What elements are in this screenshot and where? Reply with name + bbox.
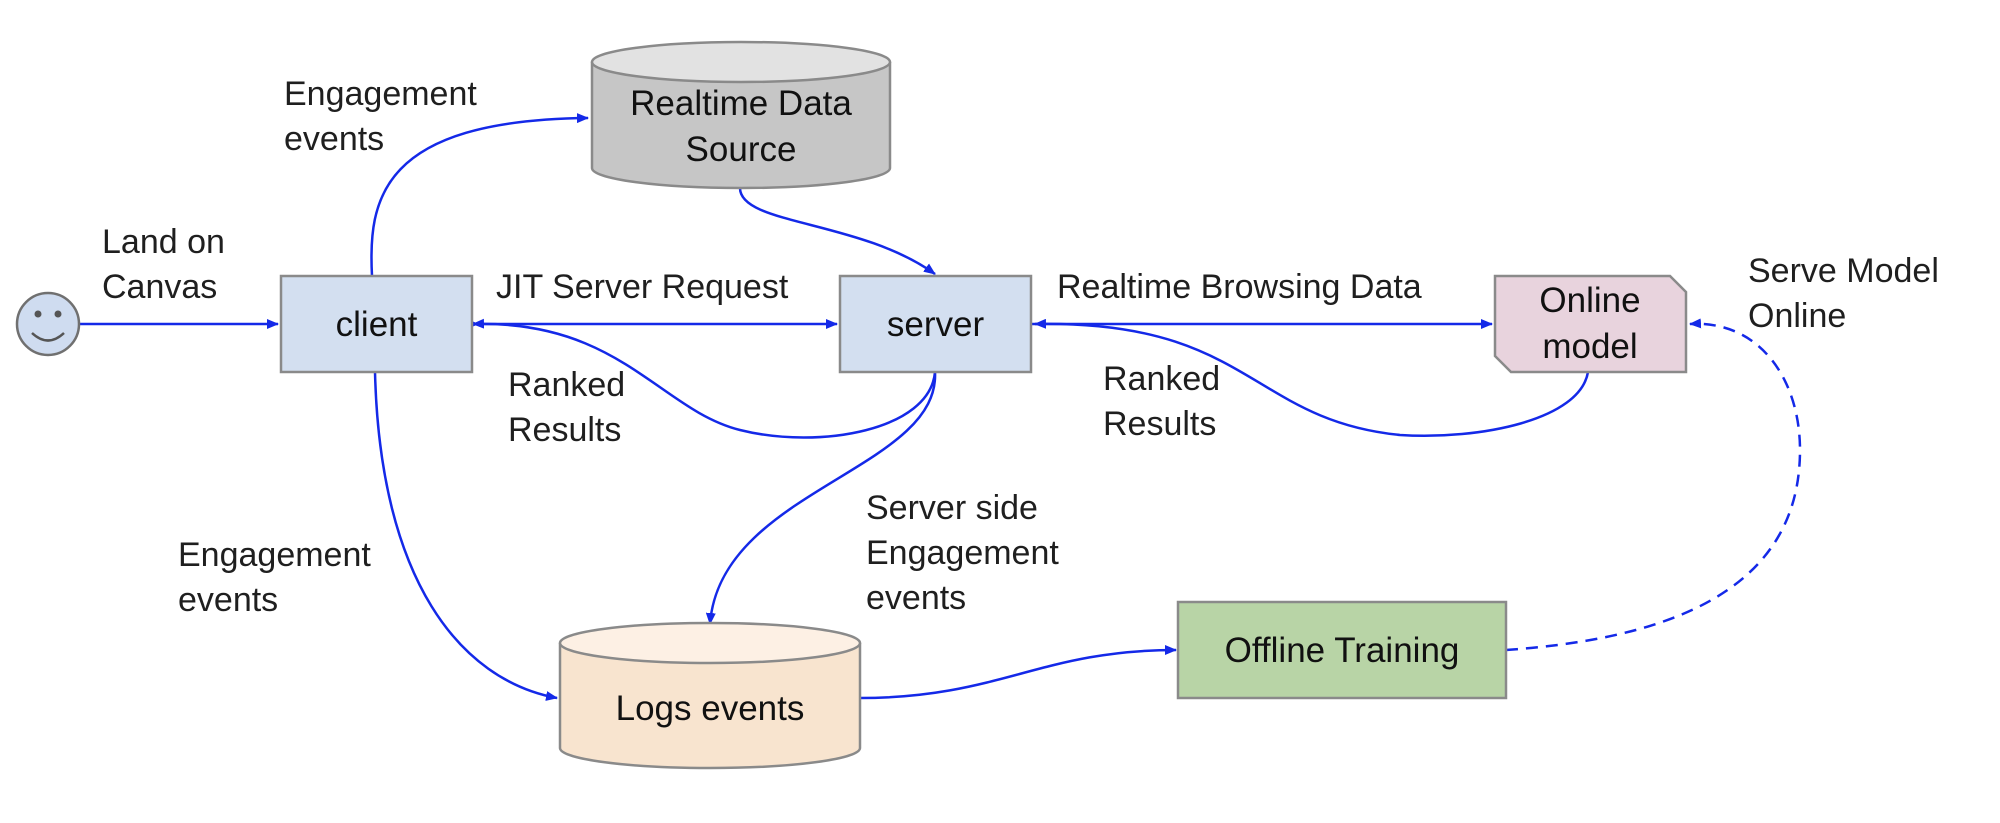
edge-offline-to-online-model — [1505, 318, 1802, 652]
label-server-side-engagement: Server side Engagement events — [866, 489, 1059, 617]
offline-training-label: Offline Training — [1225, 631, 1460, 670]
label-ranked-results-left: Ranked Results — [508, 366, 625, 449]
label-jit-server-request: JIT Server Request — [496, 268, 789, 306]
online-model-node: Online model — [1493, 274, 1688, 374]
user-icon — [15, 291, 81, 357]
svg-text:Results: Results — [508, 411, 621, 449]
label-realtime-browsing-data: Realtime Browsing Data — [1057, 268, 1422, 306]
edge-logs-to-offline-training — [859, 645, 1177, 700]
online-model-label-line2: model — [1542, 327, 1637, 366]
svg-text:Realtime Browsing Data: Realtime Browsing Data — [1057, 268, 1422, 306]
label-serve-model-online: Serve Model Online — [1748, 252, 1939, 335]
label-engagement-left: Engagement events — [178, 536, 371, 619]
svg-text:Engagement: Engagement — [178, 536, 371, 574]
label-engagement-top: Engagement events — [284, 75, 477, 158]
edge-client-to-realtime-source — [370, 113, 589, 277]
svg-text:Canvas: Canvas — [102, 268, 217, 306]
logs-events-label: Logs events — [616, 689, 805, 728]
realtime-data-source-node: Realtime Data Source — [590, 40, 892, 190]
edge-realtime-source-to-server — [738, 187, 936, 276]
edge-client-to-logs — [373, 371, 558, 701]
label-ranked-results-right: Ranked Results — [1103, 360, 1220, 443]
svg-text:events: events — [866, 579, 966, 617]
svg-text:Land on: Land on — [102, 223, 225, 261]
logs-events-node: Logs events — [558, 621, 862, 770]
client-node: client — [279, 274, 474, 374]
label-land-on-canvas: Land on Canvas — [102, 223, 225, 306]
edge-server-ranked-to-client — [472, 318, 937, 439]
svg-text:Server side: Server side — [866, 489, 1038, 527]
svg-text:Engagement: Engagement — [284, 75, 477, 113]
client-label: client — [336, 305, 418, 344]
server-label: server — [887, 305, 985, 344]
realtime-source-label-line2: Source — [686, 130, 797, 169]
svg-text:Engagement: Engagement — [866, 534, 1059, 572]
edge-server-to-logs — [705, 371, 937, 625]
svg-text:Ranked: Ranked — [508, 366, 625, 404]
svg-text:Ranked: Ranked — [1103, 360, 1220, 398]
svg-text:Online: Online — [1748, 297, 1846, 335]
offline-training-node: Offline Training — [1176, 600, 1508, 700]
svg-text:events: events — [178, 581, 278, 619]
realtime-source-label-line1: Realtime Data — [630, 84, 852, 123]
svg-text:Serve Model: Serve Model — [1748, 252, 1939, 290]
svg-text:Results: Results — [1103, 405, 1216, 443]
edge-online-ranked-to-server — [1034, 318, 1590, 437]
svg-text:JIT Server Request: JIT Server Request — [496, 268, 789, 306]
server-node: server — [838, 274, 1033, 374]
online-model-label-line1: Online — [1539, 281, 1640, 320]
svg-text:events: events — [284, 120, 384, 158]
